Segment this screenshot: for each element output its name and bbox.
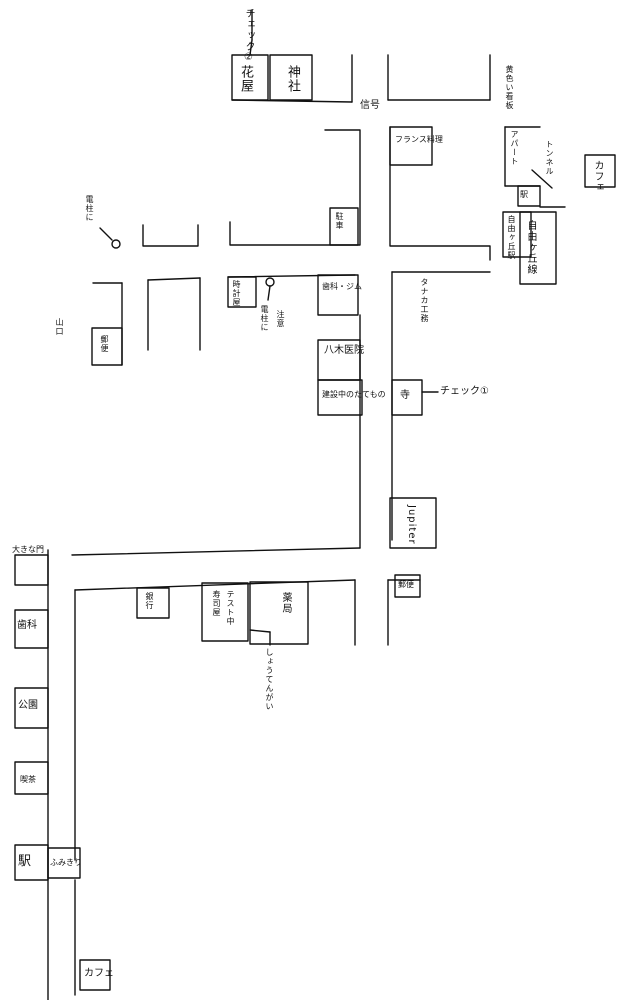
- label-kiiroi: 黄色い看板: [505, 65, 514, 110]
- road-lower-top-edge: [71, 547, 361, 556]
- label-check2: チェック②: [243, 8, 254, 64]
- label-tera: 寺: [400, 390, 410, 401]
- label-chui: 注意: [276, 310, 285, 328]
- denchu-mid: [265, 277, 275, 287]
- shika-gym-box: [317, 274, 359, 316]
- ookina-mon-box: [14, 554, 49, 586]
- tera-box: [391, 379, 423, 416]
- yakkyoku-box: [249, 581, 309, 645]
- kouen-box: [14, 687, 49, 729]
- label-cafe-bottom: カフェ: [84, 968, 114, 979]
- label-shoutengai: しょうてんがい: [265, 648, 274, 711]
- label-kissa: 喫茶: [20, 775, 36, 784]
- label-tokei: 時計屋: [232, 280, 241, 307]
- label-tesuto: テスト中: [226, 590, 235, 626]
- france-box: [389, 126, 433, 166]
- label-yamaguchi: 山口: [55, 318, 64, 336]
- ginkou-box: [136, 587, 170, 619]
- label-eki-kigou: 駅: [520, 190, 528, 199]
- label-shika-left: 歯科: [17, 620, 37, 631]
- label-jupiter: Jupiter: [406, 505, 417, 545]
- label-sushi: 寿司屋: [212, 590, 221, 617]
- sushi-box: [201, 582, 249, 642]
- denchu-circle: [111, 239, 121, 249]
- label-france: フランス料理: [395, 135, 443, 144]
- label-jinja: 神社: [285, 65, 300, 93]
- kissa-box: [14, 761, 49, 795]
- chusha-box: [329, 207, 359, 246]
- jiyugaoka-eki-box: [502, 211, 532, 258]
- road-mid-left: [147, 277, 201, 281]
- road-top-left-edge: [231, 99, 353, 103]
- yubin-lower-box: [394, 574, 421, 598]
- label-denchu-mid: 電柱に: [260, 305, 269, 332]
- label-fumikiri: ふみきり: [50, 858, 82, 867]
- cafe-top-box: [584, 154, 616, 188]
- label-kouen: 公園: [18, 700, 38, 711]
- jupiter-box: [389, 497, 437, 549]
- label-ookina-mon: 大きな門: [12, 545, 44, 554]
- fumikiri-box: [47, 847, 81, 879]
- label-apartment: アパート: [510, 130, 519, 166]
- label-shika-gym: 歯科・ジム: [322, 282, 362, 291]
- kensetsu-box: [317, 379, 363, 416]
- cafe-bottom-box: [79, 959, 111, 991]
- road-lower-bottom-edge: [74, 579, 356, 591]
- label-hanaya: 花屋: [238, 65, 253, 93]
- yubin-left-box: [91, 327, 123, 366]
- label-kensetsu: 建設中のたてもの: [322, 390, 386, 399]
- label-chusha: 駐車: [335, 212, 344, 230]
- label-yagi: 八木医院: [324, 345, 364, 356]
- tokei-box: [227, 276, 257, 308]
- eki-box: [517, 185, 541, 207]
- jiyugaoka-line-box: [519, 211, 557, 285]
- label-yubin-left: 郵便: [100, 335, 109, 353]
- label-ginkou: 銀行: [145, 592, 154, 610]
- label-yubin-lower: 郵便: [398, 580, 414, 589]
- jinja-box: [269, 54, 313, 101]
- label-tanaka: タナカ工務: [420, 278, 429, 323]
- label-check1: チェック①: [440, 386, 489, 397]
- shika-left-box: [14, 609, 49, 649]
- label-yakkyoku: 薬局: [280, 592, 291, 614]
- label-jiyugaoka-eki: 自由ヶ丘駅: [507, 215, 516, 260]
- label-tunnel: トンネル: [545, 140, 554, 176]
- label-denchu-top: 電柱に: [85, 195, 94, 222]
- label-jiyugaoka-line: 自由ヶ丘線: [525, 220, 536, 275]
- label-eki: 駅: [18, 854, 32, 869]
- label-shingo: 信号: [360, 100, 380, 111]
- label-cafe-top: カフェ: [592, 160, 603, 193]
